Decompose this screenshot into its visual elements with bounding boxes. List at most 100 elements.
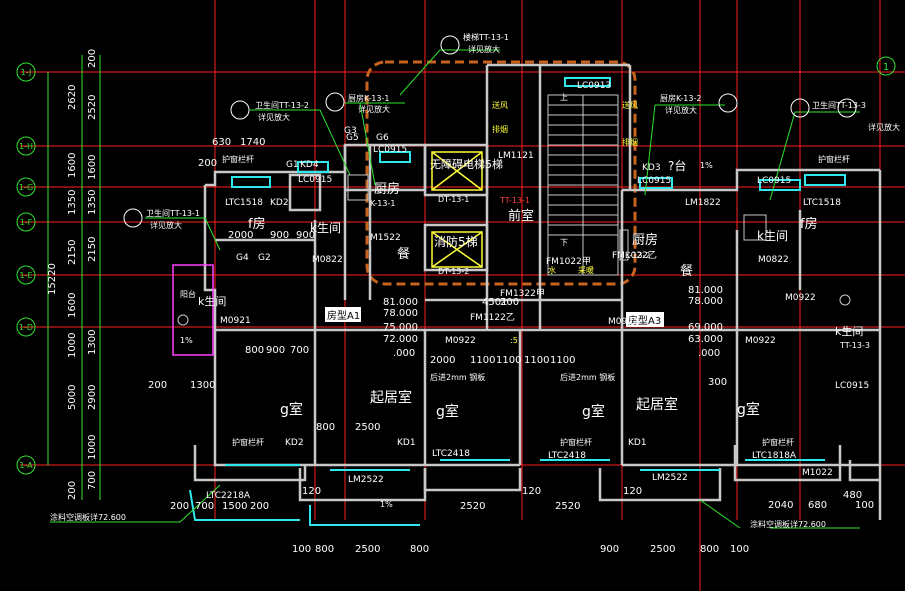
- dim-bottom: 480: [843, 490, 862, 501]
- dim-bottom2: 100: [292, 544, 311, 555]
- misc: 1%: [180, 336, 193, 345]
- dim-bottom2: 800: [410, 544, 429, 555]
- code: LTC2418: [432, 449, 470, 459]
- code: M0922: [785, 293, 816, 303]
- highlight-box[interactable]: [365, 60, 637, 286]
- dimension-texts: 630 1740 200 200 700 1500 200 120 2520 1…: [148, 137, 874, 555]
- dim-text: 700: [87, 471, 98, 490]
- dim-interior: 1300: [190, 380, 215, 391]
- room-living-right: 起居室: [636, 396, 678, 413]
- dim-interior: 800: [245, 345, 264, 356]
- room-kitchen-left: 厨房: [374, 181, 400, 197]
- callout-circles: [123, 35, 857, 228]
- unit-tag-a3: 房型A3: [628, 314, 661, 327]
- callout-text: 卫生间TT-13-1: [146, 208, 200, 218]
- code: FM1022甲: [546, 256, 591, 267]
- code: LTC2418: [548, 451, 586, 461]
- code: LC0915: [298, 175, 332, 185]
- misc: 送风: [492, 100, 508, 110]
- dim-text: 1300: [87, 330, 98, 355]
- dim-text: 2520: [87, 95, 98, 120]
- axis-bubble[interactable]: 1-A: [16, 455, 36, 475]
- callout-text: 厨房K-13-1: [348, 93, 389, 103]
- code: M0822: [758, 255, 789, 265]
- dim-text: 1600: [87, 155, 98, 180]
- misc: 排烟: [622, 137, 638, 147]
- callout-note: 详见放大: [358, 104, 390, 114]
- code: LTC2218A: [206, 491, 251, 501]
- unit-tags: 房型A1 房型A3: [325, 307, 664, 327]
- windows: [189, 77, 846, 526]
- room-terrace: ?台: [668, 158, 686, 173]
- code: G6: [376, 133, 389, 143]
- code: KD2: [270, 198, 289, 208]
- code: M0921: [220, 316, 251, 326]
- code: KD3: [642, 163, 661, 173]
- dim-bottom2: 2500: [650, 544, 675, 555]
- axis-bubble[interactable]: 1-H: [16, 136, 36, 156]
- sheet-ref: DT-13-1: [438, 195, 469, 204]
- dim-bottom2: 800: [700, 544, 719, 555]
- code: KD4: [300, 160, 319, 170]
- callout-text: 楼梯TT-13-1: [463, 32, 509, 42]
- misc: 1%: [700, 161, 713, 170]
- misc: 排烟: [492, 124, 508, 134]
- callout-text: 卫生间TT-13-3: [812, 100, 866, 110]
- code: LTC1818A: [752, 451, 797, 461]
- code: G5: [346, 133, 359, 143]
- callout-note: 详见放大: [468, 44, 500, 54]
- dim-interior: 200: [500, 297, 519, 308]
- axis-bubble[interactable]: 1-D: [16, 317, 36, 337]
- sheet-ref: DT-13-2: [438, 267, 469, 276]
- dim-bottom: 120: [623, 486, 642, 497]
- dim-bottom2: 900: [600, 544, 619, 555]
- axis-bubble[interactable]: 1-E: [16, 265, 36, 285]
- elev-right: 63.000: [688, 334, 723, 345]
- room-f-left: f房: [248, 216, 266, 232]
- misc: 水: [548, 265, 556, 275]
- dim-bottom: 2520: [555, 501, 580, 512]
- callout-note: 详见放大: [665, 105, 697, 115]
- axis-bubble[interactable]: 1-G: [16, 177, 36, 197]
- dim-interior: 2000: [430, 355, 455, 366]
- dim-bottom: 2040: [768, 500, 793, 511]
- dim-interior: 200: [148, 380, 167, 391]
- elev-left: 78.000: [383, 308, 418, 319]
- misc: 上: [560, 93, 568, 102]
- sheet-refs: DT-13-1 DT-13-2 TT-13-1 K-13-1 K-13-2 TT…: [370, 195, 870, 350]
- misc: 下: [560, 238, 568, 247]
- dim-top: 200: [198, 158, 217, 169]
- room-bedroom-4: g室: [737, 401, 760, 418]
- dim-interior: 700: [290, 345, 309, 356]
- room-kitchen-right: 厨房: [632, 232, 658, 248]
- dim-interior: 2000: [228, 230, 253, 241]
- left-dimension-texts: 200 2620 2520 1600 1350 2150 1600 1000 1…: [47, 49, 98, 500]
- dim-bottom: 100: [855, 500, 874, 511]
- code: LM1822: [685, 198, 721, 208]
- dim-interior: 800: [316, 422, 335, 433]
- dim-top: 630: [212, 137, 231, 148]
- code: LM1121: [498, 151, 534, 161]
- misc: 采暖: [578, 265, 594, 275]
- axis-bubble-right-label: 1: [883, 62, 889, 73]
- axis-bubble-label: 1-H: [19, 142, 33, 151]
- misc: :5: [510, 336, 518, 345]
- axis-bubble-right[interactable]: 1: [876, 56, 896, 76]
- callout-note: 详见放大: [258, 112, 290, 122]
- dim-bottom: 200: [170, 501, 189, 512]
- elev-right: 81.000: [688, 285, 723, 296]
- misc: 护窗栏杆: [560, 437, 592, 447]
- room-f-right: f房: [800, 216, 818, 232]
- dim-text: 1600: [67, 153, 78, 178]
- dim-interior: 1100: [524, 355, 549, 366]
- misc: 送风: [622, 100, 638, 110]
- stair: [547, 94, 619, 276]
- axis-bubble[interactable]: 1-F: [16, 212, 36, 232]
- elev-left: 75.000: [383, 322, 418, 333]
- code: LC0915: [637, 176, 671, 186]
- dim-text: 2150: [67, 240, 78, 265]
- dim-bottom: 2520: [460, 501, 485, 512]
- dim-interior: 300: [708, 377, 727, 388]
- axis-bubble[interactable]: 1-J: [16, 62, 36, 82]
